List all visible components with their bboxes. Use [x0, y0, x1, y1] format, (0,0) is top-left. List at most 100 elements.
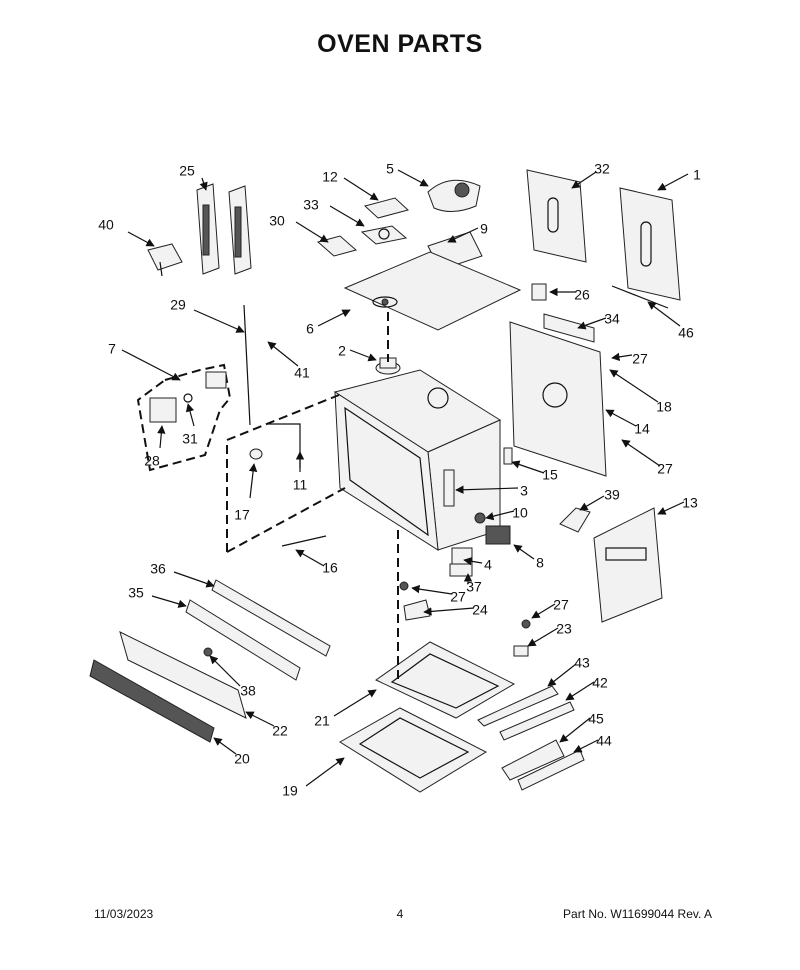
callout-leader-41 [267, 341, 299, 367]
callout-leader-35 [151, 595, 187, 608]
callout-leader-44 [573, 739, 599, 753]
callout-label-40: 40 [98, 217, 114, 233]
callout-label-3: 3 [520, 483, 528, 499]
callout-label-39: 39 [604, 487, 620, 503]
callout-leader-43 [547, 663, 577, 687]
callout-label-8: 8 [536, 555, 544, 571]
callout-leader-27b [621, 439, 661, 467]
callout-label-16: 16 [322, 560, 338, 576]
callout-leader-9 [447, 227, 479, 243]
callout-label-11: 11 [293, 477, 308, 493]
callout-leader-23 [527, 627, 559, 647]
callout-leader-2 [349, 349, 377, 362]
callout-label-21: 21 [314, 713, 330, 729]
callout-leader-24 [423, 607, 475, 616]
callout-leader-20 [213, 737, 237, 755]
callout-leader-21 [333, 689, 377, 717]
callout-label-2: 2 [338, 343, 346, 359]
callout-leader-15 [511, 460, 545, 474]
callout-leader-39 [579, 495, 605, 511]
callout-leader-33 [329, 205, 365, 227]
callout-leader-10 [485, 510, 515, 521]
trims-and-vents-part [89, 579, 331, 743]
callout-label-36: 36 [150, 561, 166, 577]
callout-leader-34 [577, 317, 607, 330]
callout-label-42: 42 [592, 675, 608, 691]
callout-label-29: 29 [170, 297, 186, 313]
callout-label-45: 45 [588, 711, 604, 727]
callout-label-35: 35 [128, 585, 144, 601]
callout-label-10: 10 [512, 505, 528, 521]
callout-leader-42 [565, 681, 595, 701]
control-group-part [136, 363, 232, 472]
callout-label-20: 20 [234, 751, 250, 767]
gasket-strip-part [243, 304, 251, 426]
callout-leader-30 [295, 221, 329, 243]
callout-label-19: 19 [282, 783, 298, 799]
callout-leader-38 [209, 655, 241, 687]
callout-label-32: 32 [594, 161, 610, 177]
callout-label-23: 23 [556, 621, 572, 637]
callout-leader-19 [305, 757, 345, 787]
callout-leader-32 [571, 171, 597, 189]
top-panel-part [343, 251, 522, 331]
callout-leader-22 [245, 711, 275, 727]
callout-leader-27d [531, 603, 556, 619]
callout-leader-29 [193, 309, 245, 333]
callout-label-34: 34 [604, 311, 620, 327]
callout-leader-8 [513, 544, 535, 560]
callout-leader-3 [455, 485, 519, 494]
callout-label-25: 25 [179, 163, 195, 179]
callout-label-18: 18 [656, 399, 672, 415]
callout-label-43: 43 [574, 655, 590, 671]
callout-leader-1 [657, 173, 689, 191]
callout-label-44: 44 [596, 733, 612, 749]
hardware-part [281, 535, 531, 657]
callout-leader-27a [611, 352, 633, 362]
callout-label-4: 4 [484, 557, 492, 573]
oven-cavity-part [333, 369, 502, 551]
callout-label-12: 12 [322, 169, 338, 185]
assembly-guide-lines [226, 312, 399, 680]
callout-label-17: 17 [234, 507, 250, 523]
callout-label-26: 26 [574, 287, 590, 303]
callout-label-1: 1 [693, 167, 701, 183]
callout-label-7: 7 [108, 341, 116, 357]
callout-leader-18 [609, 369, 659, 403]
callout-label-27a: 27 [632, 351, 648, 367]
callout-leader-6 [317, 309, 351, 327]
door-accessories-part [477, 685, 585, 791]
footer-date: 11/03/2023 [94, 907, 154, 921]
callout-label-15: 15 [542, 467, 558, 483]
callout-leader-5 [397, 169, 429, 187]
side-panel-part [509, 313, 607, 477]
callout-label-24: 24 [472, 602, 488, 618]
bracket-part [147, 243, 183, 277]
callout-leader-7 [121, 349, 181, 381]
callout-leader-46 [647, 301, 681, 327]
callout-label-27b: 27 [657, 461, 673, 477]
connector-and-rod-part [531, 283, 669, 309]
callout-label-30: 30 [269, 213, 285, 229]
callout-label-14: 14 [634, 421, 650, 437]
callout-label-31: 31 [182, 431, 198, 447]
callout-label-37: 37 [466, 579, 482, 595]
callout-leader-27c [411, 584, 453, 595]
callout-leaders [121, 169, 689, 787]
rear-cover-panel-part [526, 169, 681, 301]
callout-leader-17 [248, 463, 258, 499]
callout-label-28: 28 [144, 453, 160, 469]
right-side-components-part [559, 507, 663, 623]
callout-label-13: 13 [682, 495, 698, 511]
callout-label-5: 5 [386, 161, 394, 177]
callout-labels: 1234567891011121314151617181920212223242… [98, 161, 701, 799]
callout-leader-45 [559, 717, 591, 743]
door-hinges-part [196, 183, 252, 275]
footer-part-number: Part No. W11699044 Rev. A [563, 907, 712, 921]
callout-leader-40 [127, 231, 155, 247]
callout-leader-13 [657, 501, 685, 515]
callout-leader-12 [343, 177, 379, 201]
top-components-part [316, 179, 483, 271]
callout-leader-28 [157, 425, 166, 449]
